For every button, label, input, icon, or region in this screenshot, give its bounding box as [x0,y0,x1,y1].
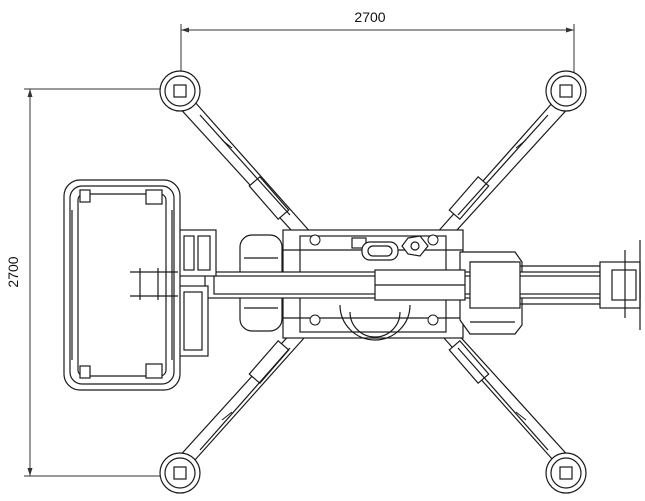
jib-rotator [177,229,217,357]
depth-dimension-label: 2700 [5,256,21,287]
pad-top-left [159,70,201,112]
outrigger-pads [159,70,587,494]
cylinder-details [221,139,527,421]
pad-top-right [545,70,587,112]
outrigger-legs [169,83,579,479]
outrigger-bottom-right [434,319,579,479]
width-dimension-label: 2700 [354,9,385,25]
pad-bottom-left [159,452,201,494]
dimension-width [180,24,575,92]
telescopic-boom [204,240,641,330]
work-platform [63,179,181,391]
pad-bottom-right [545,452,587,494]
dimension-depth [24,88,170,477]
